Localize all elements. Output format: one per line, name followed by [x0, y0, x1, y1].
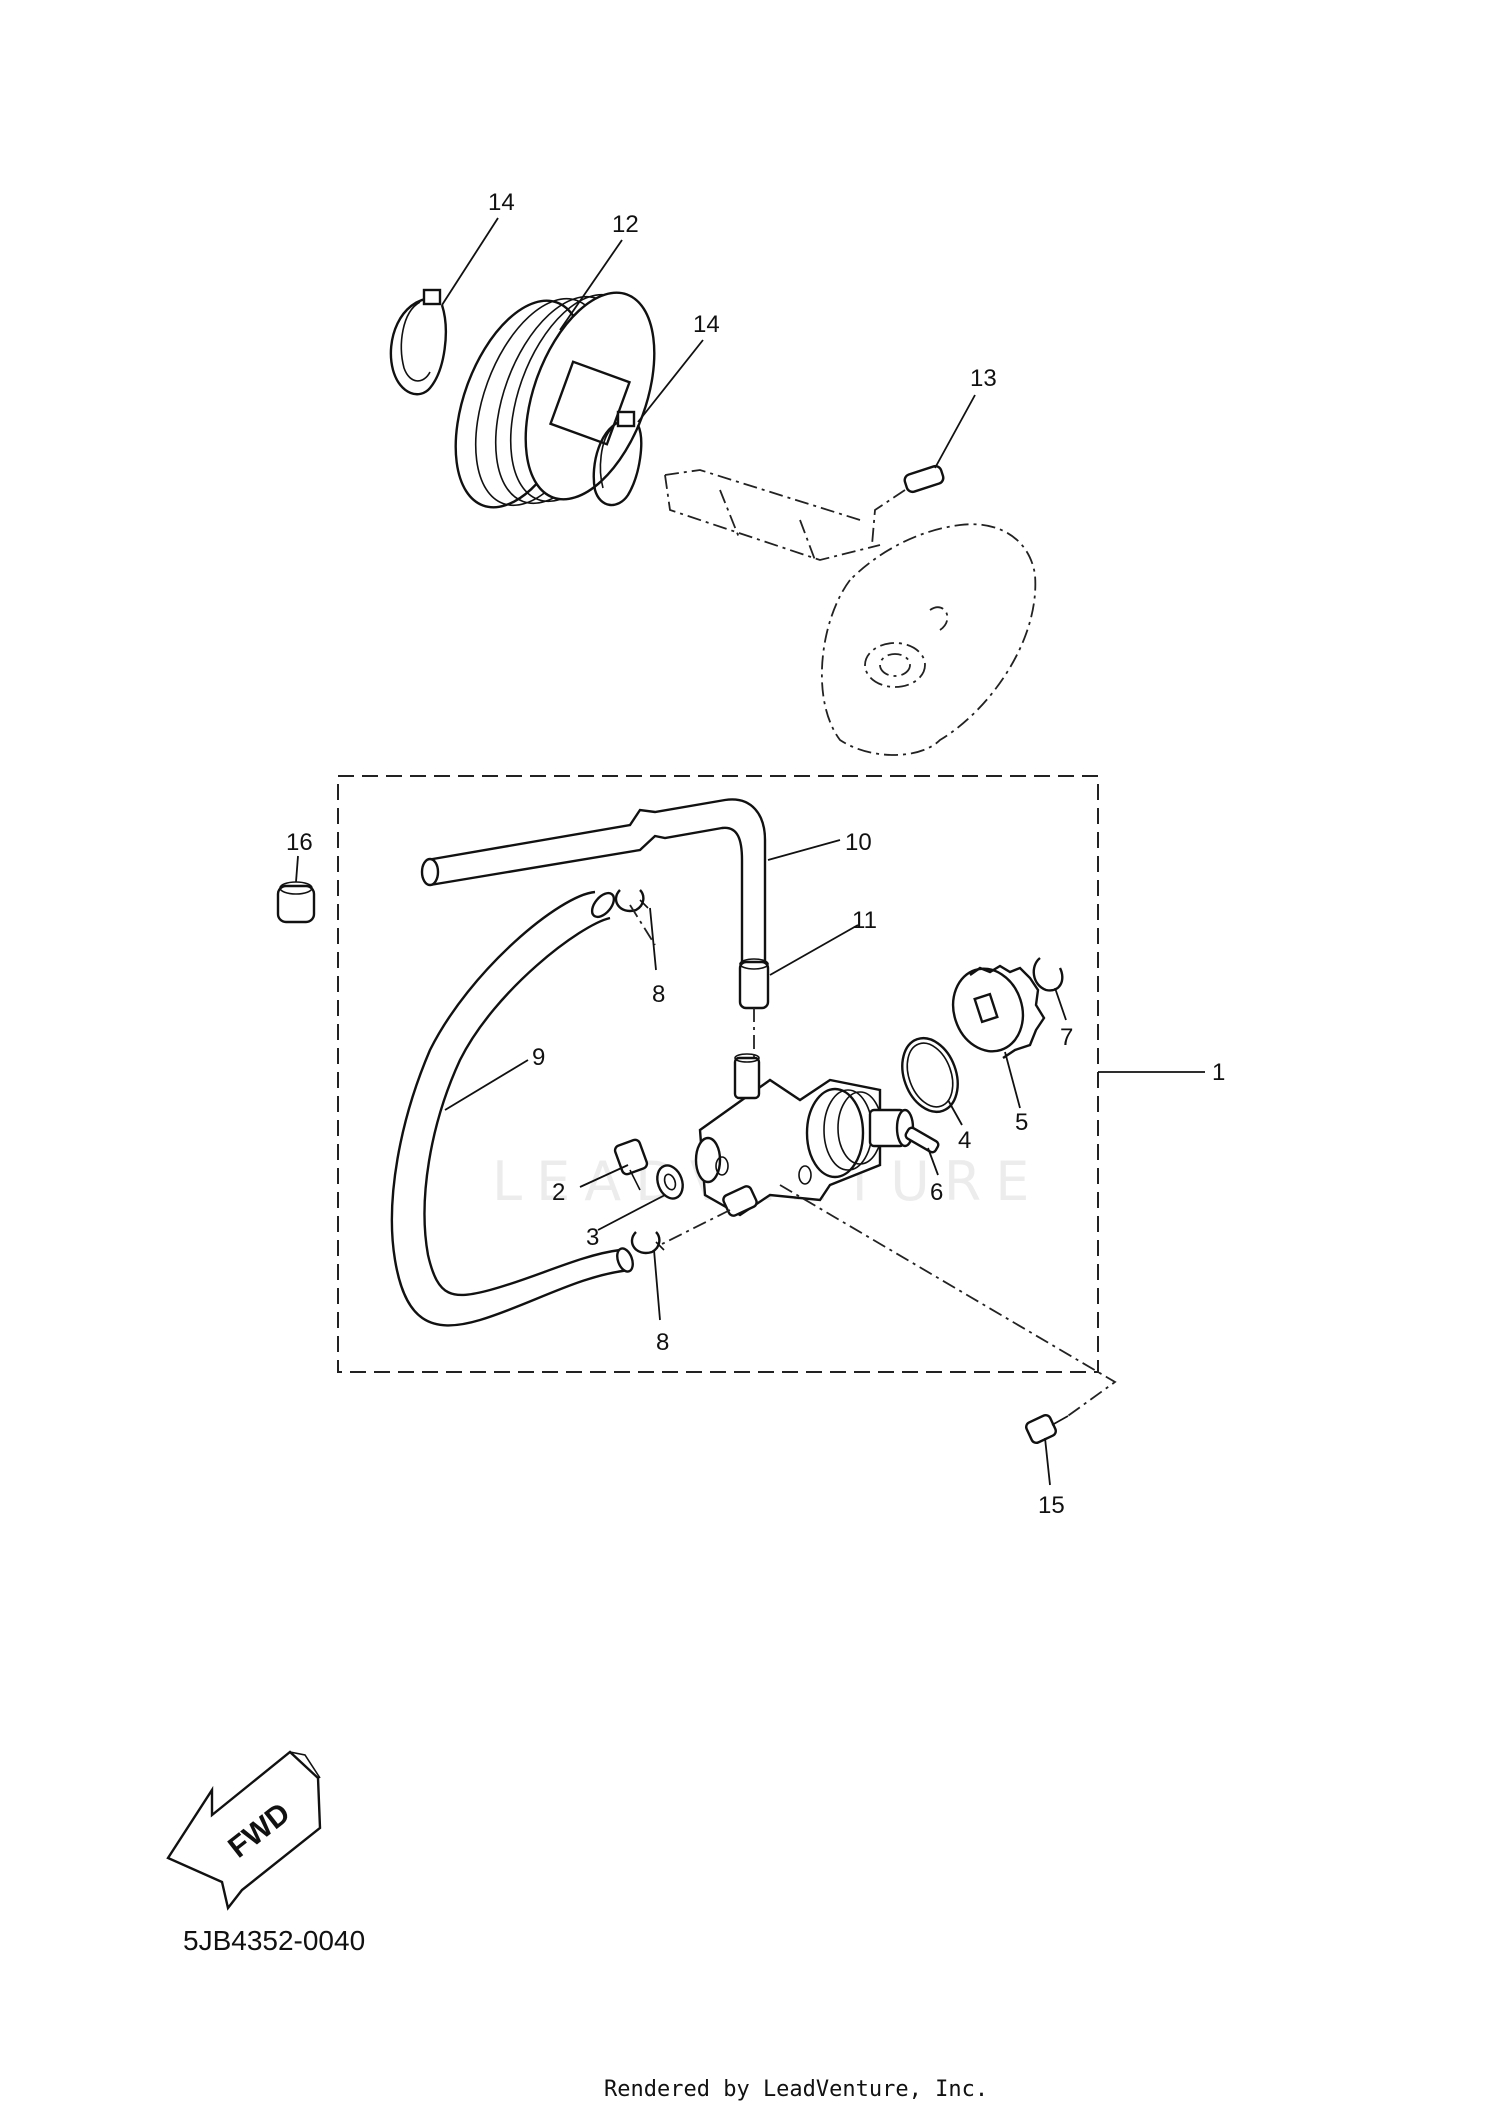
callout-5: 5 — [1015, 1109, 1028, 1136]
drive-pin — [904, 1126, 940, 1154]
callout-9: 9 — [532, 1044, 545, 1071]
callout-11: 11 — [852, 907, 877, 934]
hose-grommet — [738, 958, 770, 1010]
callout-6: 6 — [930, 1179, 943, 1206]
callout-10: 10 — [845, 829, 872, 856]
callout-13: 13 — [970, 365, 997, 392]
callout-14-right: 14 — [693, 311, 720, 338]
diagram-part-code: 5JB4352-0040 — [183, 1925, 365, 1956]
callout-7: 7 — [1060, 1024, 1073, 1051]
callout-14-left: 14 — [488, 189, 515, 216]
assembly-line-clip — [659, 1209, 731, 1246]
o-ring — [901, 1037, 959, 1113]
callout-12: 12 — [612, 211, 639, 238]
hose-clip-lower — [630, 1231, 665, 1255]
callout-2: 2 — [552, 1179, 565, 1206]
hose-clip-upper — [614, 889, 649, 913]
oil-suction-hose — [390, 890, 634, 1327]
callout-3: 3 — [586, 1224, 599, 1251]
mounting-screw — [1025, 1413, 1069, 1445]
circlip-right — [592, 410, 643, 507]
collar — [276, 881, 316, 924]
callout-8-upper: 8 — [652, 981, 665, 1008]
crankcase-cover — [820, 523, 1037, 756]
bolt-washer — [656, 1164, 684, 1200]
oil-delivery-hose — [420, 798, 767, 965]
pump-driven-gear — [951, 964, 1046, 1059]
footer-credit: Rendered by LeadVenture, Inc. — [604, 2077, 988, 2102]
drive-shaft — [664, 469, 881, 561]
callout-16: 16 — [286, 829, 313, 856]
fwd-arrow-icon: FWD — [166, 1750, 322, 1911]
callout-8-lower: 8 — [656, 1329, 669, 1356]
pulley-gear — [454, 291, 656, 509]
circlip-small — [1032, 957, 1064, 992]
oil-pump-assembly-box — [337, 775, 1099, 1373]
dowel-pin — [871, 464, 945, 546]
leader-lines — [295, 217, 1205, 1486]
circlip-left — [389, 288, 447, 396]
assembly-line-top-clip — [629, 904, 656, 946]
callout-4: 4 — [958, 1127, 971, 1154]
assembly-line-screw — [779, 1184, 1117, 1419]
callout-15: 15 — [1038, 1492, 1065, 1519]
oil-pump-body — [694, 1053, 915, 1217]
callout-1: 1 — [1212, 1059, 1225, 1086]
pump-bolt — [613, 1138, 649, 1191]
